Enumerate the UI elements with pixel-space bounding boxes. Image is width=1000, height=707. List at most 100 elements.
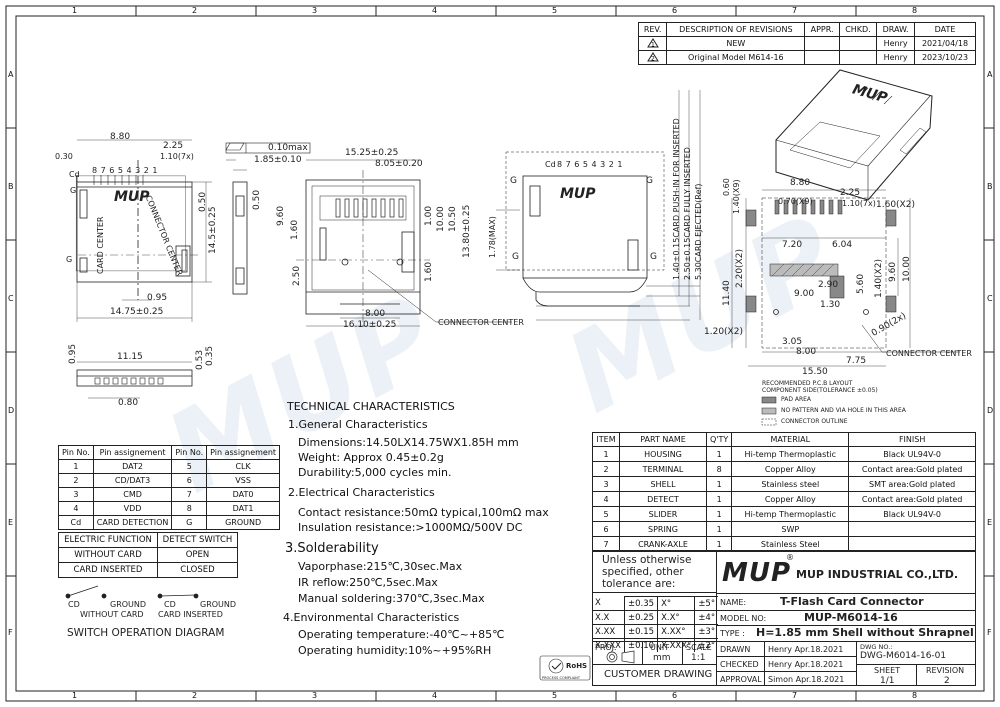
title-block-line [716, 610, 976, 611]
pin-cell: 4 [58, 501, 94, 516]
zone-row-b-right: B [987, 182, 993, 191]
zone-col-6-bottom: 6 [672, 691, 678, 700]
logo-view-4: MUP [560, 186, 596, 202]
customer-drawing: CUSTOMER DRAWING [604, 669, 713, 680]
pin-cell: DAT1 [206, 501, 281, 516]
dim-1-60: 1.60 [290, 219, 300, 240]
tech-s3b: IR reflow:250℃,5sec.Max [298, 576, 438, 589]
rev-2-appr [804, 50, 840, 65]
pin-cell: DAT2 [92, 459, 173, 474]
pcb-dim-1-30: 1.30 [820, 300, 841, 310]
dim-15-25: 15.25±0.25 [345, 148, 399, 158]
zone-col-7: 7 [792, 6, 798, 15]
part-name: T-Flash Card Connector [780, 595, 924, 608]
zone-col-1: 1 [72, 6, 78, 15]
dim-0-50-b: 0.50 [252, 189, 262, 210]
dim-0-95-b: 0.95 [68, 343, 78, 364]
tol-cell: ±3° [694, 624, 719, 639]
bom-cell: 4 [592, 491, 620, 507]
pin-cell: 5 [171, 459, 208, 474]
bom-cell: 1 [705, 506, 733, 522]
tol-cell: X.X [592, 610, 625, 625]
title-block-line [592, 592, 716, 593]
label-g-4b: G [646, 176, 653, 186]
unit-value: mm [653, 653, 671, 663]
tol-cell: X.XX [592, 624, 625, 639]
bom-cell: Contact area:Gold plated [848, 491, 976, 507]
bom-header-finish: FINISH [848, 432, 976, 447]
dim-flatness: 0.10max [268, 143, 308, 153]
pin-numbers-4: 8 7 6 5 4 3 2 1 [557, 160, 624, 169]
isometric-view [775, 69, 933, 201]
pcb-dim-7-75: 7.75 [846, 356, 867, 366]
dim-11-15: 11.15 [117, 352, 143, 362]
title-block-line [716, 656, 856, 657]
sheet-label: SHEET [874, 666, 901, 675]
scale-value: 1:1 [691, 653, 706, 663]
bom-cell: Black UL94V-0 [848, 506, 976, 522]
pin-cell: CLK [206, 459, 281, 474]
bom-header-qty: Q'TY [705, 432, 733, 447]
bom-cell: DETECT [619, 491, 707, 507]
zone-row-d-right: D [987, 406, 994, 415]
tech-s1b: Weight: Approx 0.45±0.2g [298, 451, 444, 464]
bom-cell [848, 536, 976, 552]
electric-header-2: DETECT SWITCH [156, 532, 239, 548]
switch-ground-1: GROUND [110, 600, 147, 609]
table-row: WITHOUT CARD OPEN [58, 547, 239, 563]
bom-cell: 1 [705, 521, 733, 537]
pcb-dim-9-00: 9.00 [794, 289, 815, 299]
drawn-value: Henry Apr.18.2021 [768, 645, 844, 654]
tol-cell: ±4° [694, 610, 719, 625]
dim-13-80: 13.80±0.25 [462, 204, 472, 258]
switch-cd-1: CD [68, 600, 80, 609]
pcb-dim-10-00: 10.00 [902, 256, 912, 282]
tol-cell: X° [657, 596, 696, 611]
pcb-dim-0-60: 0.60 [722, 178, 731, 196]
tech-s4b: Operating humidity:10%~+95%RH [298, 644, 492, 657]
pcb-dim-11-40: 11.40 [722, 280, 732, 306]
electric-cell: WITHOUT CARD [58, 547, 158, 563]
dim-2-25: 2.25 [163, 141, 184, 151]
dim-0-53: 0.53 [195, 349, 205, 370]
bom-cell: Hi-temp Thermoplastic [731, 506, 850, 522]
label-fully-inserted: 2.50±0.15CARD FULLY INSERTED [683, 147, 692, 280]
zone-col-2-bottom: 2 [192, 691, 198, 700]
bom-cell: 1 [705, 491, 733, 507]
dim-1-85: 1.85±0.10 [254, 155, 302, 165]
scale-label: SCALE [686, 643, 712, 652]
dim-2-50: 2.50 [292, 265, 302, 286]
tol-cell: X.X° [657, 610, 696, 625]
pcb-dim-2-20-x2: 2.20(X2) [735, 249, 745, 288]
bom-header-material: MATERIAL [731, 432, 850, 447]
tech-s3c: Manual soldering:370℃,3sec.Max [298, 592, 485, 605]
bottom-strip-view [76, 361, 193, 399]
pcb-dim-2-90: 2.90 [818, 280, 839, 290]
dim-10-50: 10.50 [448, 206, 458, 232]
approval-value: Simon Apr.18.2021 [768, 675, 845, 684]
pin-cell: G [171, 515, 208, 530]
checked-value: Henry Apr.18.2021 [768, 660, 844, 669]
insertion-view [496, 90, 701, 321]
pcb-dim-1-40-x9: 1.40(X9) [732, 179, 741, 214]
pcb-dim-8-00: 8.00 [796, 347, 817, 357]
tech-s3a: Vaporphase:215℃,30sec.Max [298, 560, 463, 573]
pcb-dim-1-10-7x: 1.10(7x) [842, 199, 876, 208]
bom-cell: HOUSING [619, 446, 707, 462]
label-push-in: 1.40±0.15CARD PUSH-IN FOR INSERTED [672, 118, 681, 280]
zone-col-5-bottom: 5 [552, 691, 558, 700]
bom-header-item: ITEM [592, 432, 620, 447]
logo-view-1: MUP [114, 189, 150, 205]
zone-row-c: C [8, 294, 14, 303]
drawn-label: DRAWN [720, 645, 751, 654]
tol-cell: X [592, 596, 625, 611]
